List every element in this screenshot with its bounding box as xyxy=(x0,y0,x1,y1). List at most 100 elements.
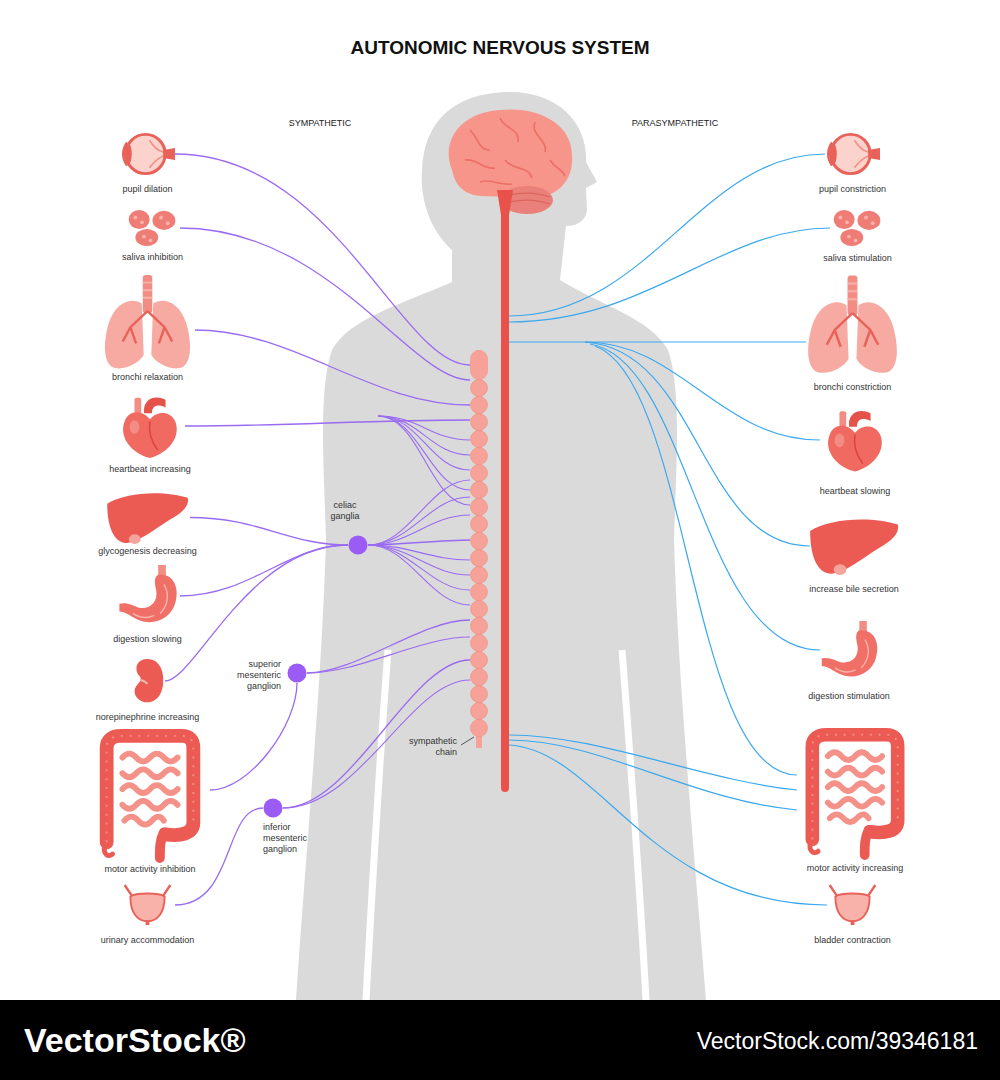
organ-icon-part xyxy=(144,398,166,414)
nerve-line xyxy=(509,341,806,342)
fan-line xyxy=(368,545,470,575)
diagram-title: AUTONOMIC NERVOUS SYSTEM xyxy=(0,36,1000,60)
organ-icon-part xyxy=(126,134,165,173)
organ-label: increase bile secretion xyxy=(809,584,899,595)
organ-icon xyxy=(130,657,165,705)
organ-icon-part xyxy=(160,832,164,858)
organ-icon xyxy=(470,350,488,748)
organ-node: norepinephrine increasing xyxy=(130,657,165,705)
organ-node: heartbeat slowing xyxy=(820,402,890,477)
organ-icon-part xyxy=(812,735,897,840)
nerve-connector xyxy=(180,545,348,596)
organ-icon-part xyxy=(163,148,175,160)
ganglion-label: superior mesenteric ganglion xyxy=(231,659,281,692)
organ-node: urinary accommodation xyxy=(120,885,175,925)
organ-node: bronchi relaxation xyxy=(100,275,195,370)
organ-label: norepinephrine increasing xyxy=(96,712,200,723)
organ-icon-part xyxy=(470,350,488,380)
organ-icon xyxy=(125,208,180,248)
organ-icon-part xyxy=(140,680,148,684)
organ-icon-part xyxy=(827,313,878,347)
organ-icon-part xyxy=(135,229,158,246)
brain-gyri xyxy=(465,118,565,184)
ganglion-label: celiac ganglia xyxy=(325,500,365,522)
organ-icon-part xyxy=(858,211,881,230)
organ-icon-part xyxy=(848,276,858,316)
organ-icon-part xyxy=(133,216,137,220)
organ-icon xyxy=(115,392,185,460)
nerve-connector xyxy=(190,518,348,546)
organ-icon-part xyxy=(142,235,146,239)
organ-node: pupil dilation xyxy=(120,130,175,178)
organ-icon-part xyxy=(471,703,488,720)
organ-label: pupil dilation xyxy=(122,184,172,195)
nerve-line xyxy=(590,344,820,650)
organ-icon xyxy=(825,130,880,178)
organ-icon-part xyxy=(471,652,488,669)
organ-label: saliva stimulation xyxy=(823,253,892,264)
organ-label: glycogenesis decreasing xyxy=(98,546,197,557)
organ-icon-part xyxy=(288,664,307,683)
column-heading: PARASYMPATHETIC xyxy=(615,118,735,129)
organ-icon-part xyxy=(856,302,896,373)
organ-icon-part xyxy=(149,421,157,450)
organ-icon xyxy=(100,275,195,370)
organ-label: pupil constriction xyxy=(819,184,886,195)
nerve-connector xyxy=(210,683,297,790)
organ-label: bronchi constriction xyxy=(814,382,892,393)
organ-icon-part xyxy=(107,493,188,543)
organ-node: digestion stimulation xyxy=(818,620,880,682)
organ-node: glycogenesis decreasing xyxy=(105,490,190,545)
fan-line xyxy=(368,480,470,545)
nerve-line xyxy=(509,745,827,905)
organ-icon-part xyxy=(149,238,153,242)
organ-icon xyxy=(263,798,283,818)
organ-node: pupil constriction xyxy=(825,130,880,178)
spinal-cord xyxy=(501,196,509,792)
organ-icon xyxy=(818,620,880,682)
organ-node: bladder contraction xyxy=(825,885,880,925)
organ-icon-part xyxy=(107,736,194,842)
organ-icon-part xyxy=(129,534,141,544)
organ-icon-part xyxy=(123,412,177,458)
organ-icon-part xyxy=(471,567,488,584)
organ-icon-part xyxy=(848,283,858,299)
fan-line xyxy=(378,416,470,505)
organ-icon-part xyxy=(835,894,869,922)
silhouette-shape xyxy=(296,92,706,1000)
organ-node: digestion slowing xyxy=(115,565,180,627)
organ-icon-part xyxy=(471,465,488,482)
fan-line xyxy=(378,416,470,455)
organ-icon-part xyxy=(834,210,855,229)
fan-line xyxy=(368,545,470,590)
nerve-connector xyxy=(307,620,470,673)
nerve-line xyxy=(585,342,820,440)
arm-gap xyxy=(366,650,388,1000)
organ-icon-part xyxy=(831,134,870,173)
organ-icon-part xyxy=(471,635,488,652)
ganglion-label: inferior mesenteric ganglion xyxy=(263,822,313,855)
organ-icon-part xyxy=(868,148,880,160)
nerve-connector xyxy=(185,420,470,426)
organ-icon-part xyxy=(105,301,144,369)
organ-label: digestion slowing xyxy=(113,634,182,645)
organ-node: bronchi constriction xyxy=(805,275,900,375)
fan-line xyxy=(378,416,470,470)
organ-icon-part xyxy=(122,754,177,825)
organ-label: heartbeat slowing xyxy=(820,486,891,497)
organ-icon-part xyxy=(119,575,176,623)
organ-icon-part xyxy=(845,220,849,224)
organ-icon-part xyxy=(854,140,868,168)
organ-label: motor activity increasing xyxy=(807,863,904,874)
organ-icon-part xyxy=(471,601,488,618)
organ-icon-part xyxy=(471,431,488,448)
nerve-connector xyxy=(283,660,470,808)
organ-icon-part xyxy=(851,920,855,925)
organ-icon-part xyxy=(130,420,140,434)
organ-icon-part xyxy=(471,414,488,431)
organ-icon xyxy=(795,727,915,857)
organ-icon xyxy=(820,402,890,477)
organ-icon xyxy=(830,208,885,248)
organ-icon xyxy=(105,490,190,545)
